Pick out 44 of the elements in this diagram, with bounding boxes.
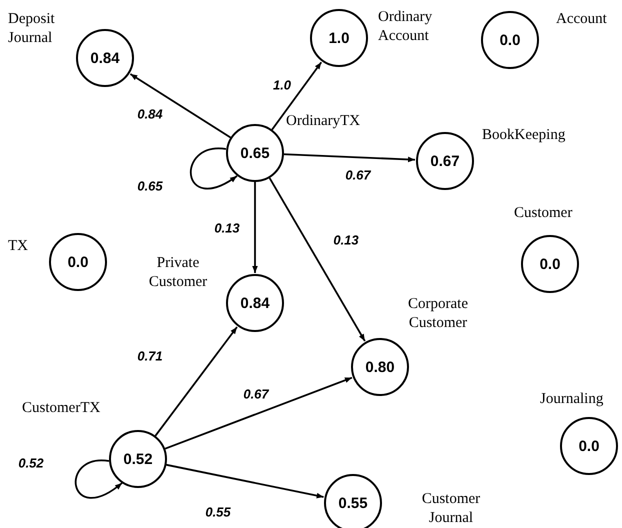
edge-label: 1.0	[272, 78, 292, 92]
node-label: Private Customer	[148, 254, 208, 292]
node-label: Account	[556, 10, 608, 29]
node-value: 0.0	[68, 254, 88, 270]
edge-label: 0.13	[213, 222, 241, 234]
node-value: 0.0	[540, 256, 560, 272]
arrow	[284, 153, 416, 162]
edge-label: 0.84	[136, 108, 164, 120]
node-value: 0.0	[500, 32, 520, 48]
arrow	[130, 73, 231, 138]
edge-label: 0.67	[344, 168, 372, 182]
node-label: TX	[8, 237, 29, 256]
node-label: OrdinaryTX	[286, 112, 362, 131]
node-label: Deposit Journal	[8, 10, 56, 48]
arrow	[154, 326, 238, 436]
arrow	[166, 464, 324, 498]
arrow	[74, 460, 123, 499]
edge-label: 0.13	[332, 234, 360, 246]
arrow	[268, 178, 366, 342]
node-label: BookKeeping	[482, 126, 566, 145]
arrow	[190, 148, 238, 190]
node-value: 0.84	[90, 50, 120, 66]
node-label: Customer	[514, 204, 574, 223]
node-value: 0.80	[365, 360, 395, 374]
node-value: 0.67	[430, 154, 460, 168]
arrow	[271, 62, 322, 130]
node-label: Ordinary Account	[378, 8, 434, 46]
node-value: 0.84	[240, 296, 270, 310]
node-label: Corporate Customer	[407, 295, 469, 333]
arrow	[252, 182, 258, 273]
node-value: 1.0	[328, 30, 350, 46]
edge-label: 0.65	[136, 180, 164, 192]
arrow	[164, 376, 352, 450]
node-label: Journaling	[540, 390, 604, 409]
node-value: 0.65	[240, 146, 270, 160]
edge-label: 0.55	[204, 506, 232, 518]
node-label: CustomerTX	[22, 399, 102, 418]
edge-label: 0.71	[136, 350, 164, 362]
node-value: 0.0	[578, 438, 600, 454]
node-label: Customer Journal	[420, 490, 482, 528]
edge-label: 0.67	[242, 388, 270, 400]
node-value: 0.55	[338, 496, 368, 510]
node-value: 0.52	[123, 452, 153, 466]
edge-label: 0.52	[17, 456, 45, 470]
